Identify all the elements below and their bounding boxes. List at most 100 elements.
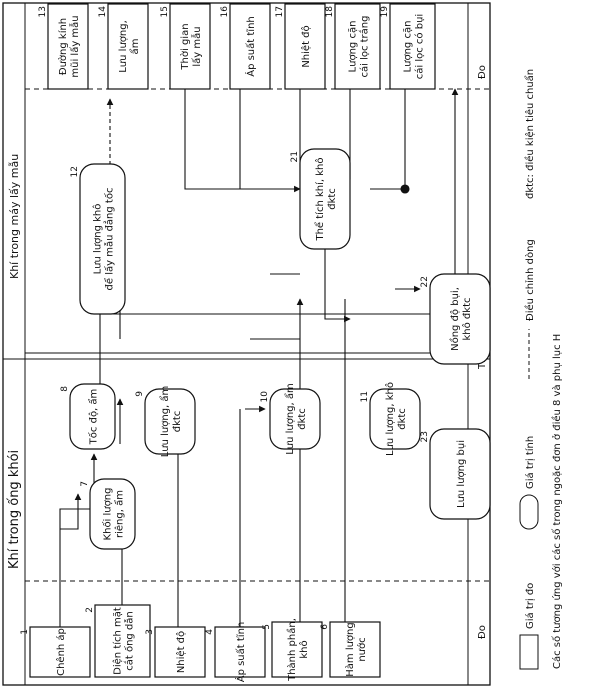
legend-calculated-swatch [519,494,539,530]
box-12-number: 12 [70,166,80,177]
box-6-label: nước [356,637,368,661]
box-5-number: 5 [262,624,272,630]
box-21-frame [299,148,351,250]
footnote: Các số tương ứng với các số trong ngoặc … [551,334,563,669]
box-7-number: 7 [80,481,90,487]
box-18-frame [334,3,381,90]
box-10-label: Lưu lượng, ẩm [283,383,296,455]
box-23-number: 23 [420,431,430,442]
box-18-label: Lượng cặn [348,21,359,73]
box-9-label: Lưu lượng, ẩm [158,386,171,458]
box-4-label: Áp suất tĩnh [234,622,247,683]
box-23-frame [429,428,491,520]
box-12-frame [79,163,126,315]
box-12-label: để lấy mẫu đẳng tốc [103,188,116,291]
box-19-label: cái lọc có bụi [414,14,426,79]
box-16-label: Áp suất tĩnh [244,16,257,77]
box-22-label: khô đktc [461,298,473,341]
box-4-number: 4 [205,629,215,635]
box-8-number: 8 [60,386,70,392]
box-17-label: Nhiệt độ [300,25,312,67]
box-3-frame [154,626,206,678]
box-6-label: Hàm lượng [344,622,356,677]
box-2-frame [94,604,151,678]
box-7-frame [89,478,136,550]
box-3-label: Nhiệt độ [175,631,187,673]
box-2-label: Diện tích mặt [112,607,124,675]
box-22-frame [429,273,491,365]
box-14-label: ẩm [128,39,141,55]
box-19-frame [389,3,436,90]
box-14-number: 14 [98,6,108,18]
box-6-frame [329,621,381,678]
box-8-label: Tốc độ, ẩm [87,389,100,446]
box-21-label: đktc [327,188,338,210]
box-21-number: 21 [290,151,300,162]
box-13-frame [47,3,89,90]
box-21-label: Thể tích khí, khô [313,157,326,241]
box-8-frame [69,383,116,450]
box-15-frame [169,3,211,90]
box-5-label: khô [298,640,310,658]
box-10-number: 10 [260,391,270,403]
box-5: 5 Thành phần,khô [262,618,323,682]
title-stack: Khí trong ống khói [7,450,22,569]
box-15-label: lấy mẫu [190,26,203,66]
box-11-number: 11 [360,391,370,402]
box-13-number: 13 [38,6,48,17]
box-4-frame [214,626,266,678]
box-22-number: 22 [420,276,430,287]
box-23-label: Lưu lượng bụi [456,440,467,508]
box-5-label: Thành phần, [286,618,298,682]
box-13-label: mũi lấy mẫu [68,15,81,77]
legend-measured-swatch [519,634,539,670]
box-3: 3 Nhiệt độ [145,626,206,678]
zone-label-measured: Đo [477,625,488,639]
box-10-frame [269,388,321,450]
box-14-frame [107,3,149,90]
box-3-number: 3 [145,629,155,635]
box-9-number: 9 [135,391,145,397]
box-19-number: 19 [380,6,390,18]
box-5-frame [271,621,323,678]
box-19-label: Lượng cặn [403,21,414,73]
box-18-number: 18 [325,6,335,18]
box-16: 16 Áp suất tĩnh [220,3,271,90]
box-7-label: riêng, ẩm [113,490,126,538]
box-16-number: 16 [220,6,230,18]
box-9-label: đktc [172,411,183,433]
box-11-frame [369,388,421,450]
box-7-label: Khối lượng [102,488,114,541]
box-22-label: Nồng độ bụi, [449,287,461,351]
legend-adjustment-label: Điều chỉnh dòng [524,239,536,321]
box-12-label: Lưu lượng khô [92,204,104,275]
box-4: 4 Áp suất tĩnh [205,622,266,683]
box-1-number: 1 [20,629,30,635]
box-1-frame [29,626,91,678]
box-10-label: đktc [297,408,308,430]
box-18-label: cái lọc trắng [358,15,371,77]
title-sampler: Khí trong máy lấy mẫu [8,154,21,279]
box-14-label: Lưu lượng, [118,20,129,73]
outer-frame [2,2,491,686]
box-15-label: Thời gian [179,23,191,70]
box-2-label: cắt ống dẫn [123,611,136,671]
legend-calculated-label: Giá trị tính [524,436,536,489]
legend-measured-label: Giá trị đo [524,583,536,629]
box-11-label: đktc [397,408,408,430]
